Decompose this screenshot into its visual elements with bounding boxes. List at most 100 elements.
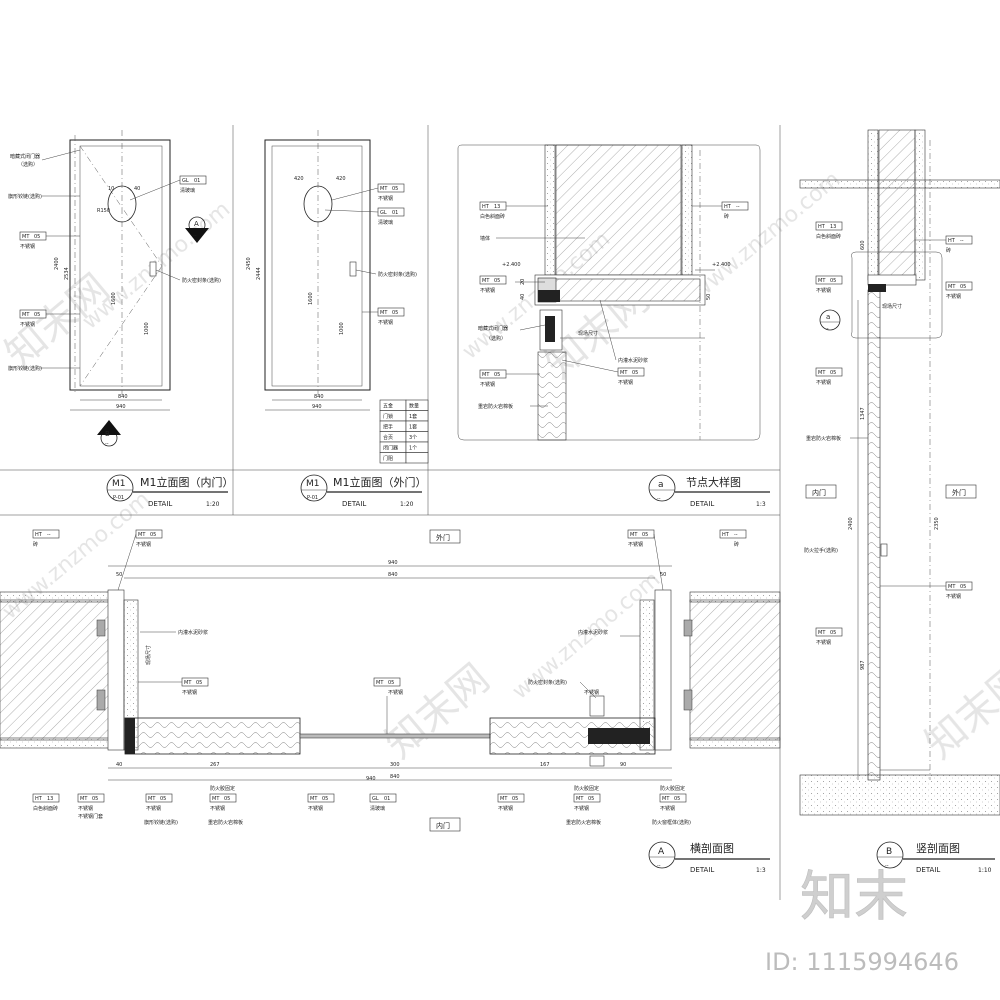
svg-text:940: 940 xyxy=(388,560,398,566)
title-block-m1-outer: M1 P-01 M1立面图（外门） DETAIL 1:20 xyxy=(300,474,427,508)
svg-text:外门: 外门 xyxy=(436,533,450,542)
svg-text:砖: 砖 xyxy=(33,541,38,548)
svg-text:01: 01 xyxy=(384,796,390,802)
tag-mt05: MT 05 不锈钢 xyxy=(659,793,687,812)
tag-mt05: MT 05 不锈钢 xyxy=(880,581,973,600)
svg-text:DETAIL: DETAIL xyxy=(916,866,940,874)
svg-text:MT: MT xyxy=(818,370,826,376)
dim-text: 420 xyxy=(336,176,346,182)
dim-text: R150 xyxy=(97,208,110,214)
table-value: 把手 xyxy=(383,424,393,431)
svg-text:白色斜面砖: 白色斜面砖 xyxy=(480,213,505,220)
svg-text:重岩防火岩棉板: 重岩防火岩棉板 xyxy=(566,819,601,826)
svg-text:MT: MT xyxy=(500,796,508,802)
svg-text:不锈钢: 不锈钢 xyxy=(20,243,35,250)
outer-door-badge xyxy=(945,484,977,499)
section-callout-b[interactable]: B -- xyxy=(97,420,121,447)
svg-text:防火窗框体(选购): 防火窗框体(选购) xyxy=(652,819,691,826)
svg-text:MT: MT xyxy=(138,532,146,538)
svg-text:M1立面图（外门）: M1立面图（外门） xyxy=(333,475,427,489)
svg-text:外门: 外门 xyxy=(952,488,966,497)
image-id: ID: 1115994646 xyxy=(765,948,959,976)
brand-logo: 知末 xyxy=(800,865,908,928)
table-cell xyxy=(405,452,429,464)
svg-text:--: -- xyxy=(885,863,889,869)
svg-text:不锈钢: 不锈钢 xyxy=(78,805,93,812)
dim-text: 840 xyxy=(118,394,128,400)
svg-text:HT: HT xyxy=(35,532,43,538)
tag-mt05: MT 05 不锈钢 xyxy=(815,367,843,386)
table-value: 门锁 xyxy=(383,413,393,420)
dim-text: 940 xyxy=(116,404,126,410)
svg-text:DETAIL: DETAIL xyxy=(148,500,172,508)
tag-mt05: MT 05 不锈钢 xyxy=(117,529,163,591)
svg-text:内灌水泥砂浆: 内灌水泥砂浆 xyxy=(618,357,648,364)
svg-text:不锈钢: 不锈钢 xyxy=(574,805,589,812)
svg-text:--: -- xyxy=(105,441,109,447)
svg-text:内门: 内门 xyxy=(812,488,826,497)
svg-text:内灌水泥砂浆: 内灌水泥砂浆 xyxy=(578,629,608,636)
svg-text:167: 167 xyxy=(540,762,550,768)
svg-text:05: 05 xyxy=(392,310,398,316)
svg-text:600: 600 xyxy=(860,240,866,250)
svg-text:05: 05 xyxy=(322,796,328,802)
section-callout-a[interactable]: A -- xyxy=(185,216,209,243)
table-value: 1套 xyxy=(409,413,417,420)
tag-ht: HT -- 砖 xyxy=(719,529,747,548)
inner-door-elevation: 840 940 2400 2534 1600 1000 R150 10 40 暗… xyxy=(8,130,221,447)
svg-text:05: 05 xyxy=(494,278,500,284)
tag-mt05: MT 05 不锈钢 xyxy=(815,627,843,646)
svg-text:MT: MT xyxy=(310,796,318,802)
svg-text:MT: MT xyxy=(948,584,956,590)
svg-text:--: -- xyxy=(825,326,829,332)
dim-text: 840 xyxy=(314,394,324,400)
svg-text:HT: HT xyxy=(724,204,732,210)
svg-text:重岩防火岩棉板: 重岩防火岩棉板 xyxy=(478,403,513,410)
svg-text:--: -- xyxy=(960,238,964,244)
svg-text:不锈钢: 不锈钢 xyxy=(618,379,633,386)
svg-text:不锈钢: 不锈钢 xyxy=(308,805,323,812)
svg-text:节点大样图: 节点大样图 xyxy=(686,475,741,489)
tag-mt05: MT 05 不锈钢 xyxy=(573,793,601,812)
dim-text: 2450 xyxy=(246,257,252,270)
svg-text:不锈钢门套: 不锈钢门套 xyxy=(78,813,103,820)
svg-text:不锈钢: 不锈钢 xyxy=(816,379,831,386)
svg-text:不锈钢: 不锈钢 xyxy=(20,321,35,328)
inner-door-badge xyxy=(805,484,837,499)
svg-text:不锈钢: 不锈钢 xyxy=(946,593,961,600)
svg-text:05: 05 xyxy=(830,630,836,636)
svg-text:05: 05 xyxy=(388,680,394,686)
tag-ht: HT -- 砖 xyxy=(915,235,973,254)
svg-text:50: 50 xyxy=(660,572,666,578)
tag-mt05: MT 05 不锈钢 xyxy=(479,275,507,294)
svg-text:不锈钢: 不锈钢 xyxy=(136,541,151,548)
svg-text:现场尺寸: 现场尺寸 xyxy=(578,330,598,337)
svg-text:MT: MT xyxy=(22,312,30,318)
svg-text:不锈钢: 不锈钢 xyxy=(628,541,643,548)
svg-text:HT: HT xyxy=(948,238,956,244)
svg-text:白色斜面砖: 白色斜面砖 xyxy=(816,233,841,240)
svg-text:05: 05 xyxy=(830,278,836,284)
svg-text:DETAIL: DETAIL xyxy=(690,866,714,874)
tag-mt05: MT 05 不锈钢 xyxy=(307,793,335,812)
dim-text: 940 xyxy=(312,404,322,410)
title-block-section-b: B -- 竖剖面图 DETAIL 1:10 xyxy=(876,841,995,874)
svg-text:HT: HT xyxy=(35,796,43,802)
svg-text:01: 01 xyxy=(194,178,200,184)
svg-text:--: -- xyxy=(193,233,197,239)
watermark-text: 知末网 xyxy=(917,655,1000,767)
section-callout-a-ref[interactable]: a -- xyxy=(819,309,841,332)
tag-mt05: MT 05 不锈钢 xyxy=(945,281,973,300)
svg-text:M1: M1 xyxy=(306,479,320,489)
tag-gl01: GL 01 清玻璃 xyxy=(369,793,397,812)
svg-text:--: -- xyxy=(657,863,661,869)
svg-text:不锈钢: 不锈钢 xyxy=(480,381,495,388)
svg-text:暗藏式闭门器: 暗藏式闭门器 xyxy=(478,325,508,332)
title-block-node-a: a -- 节点大样图 DETAIL 1:3 xyxy=(648,474,770,508)
svg-text:白色斜面砖: 白色斜面砖 xyxy=(33,805,58,812)
tag-ht13: HT 13 白色斜面砖 xyxy=(32,793,60,812)
svg-text:MT: MT xyxy=(22,234,30,240)
dim-text: 10 xyxy=(108,186,114,192)
